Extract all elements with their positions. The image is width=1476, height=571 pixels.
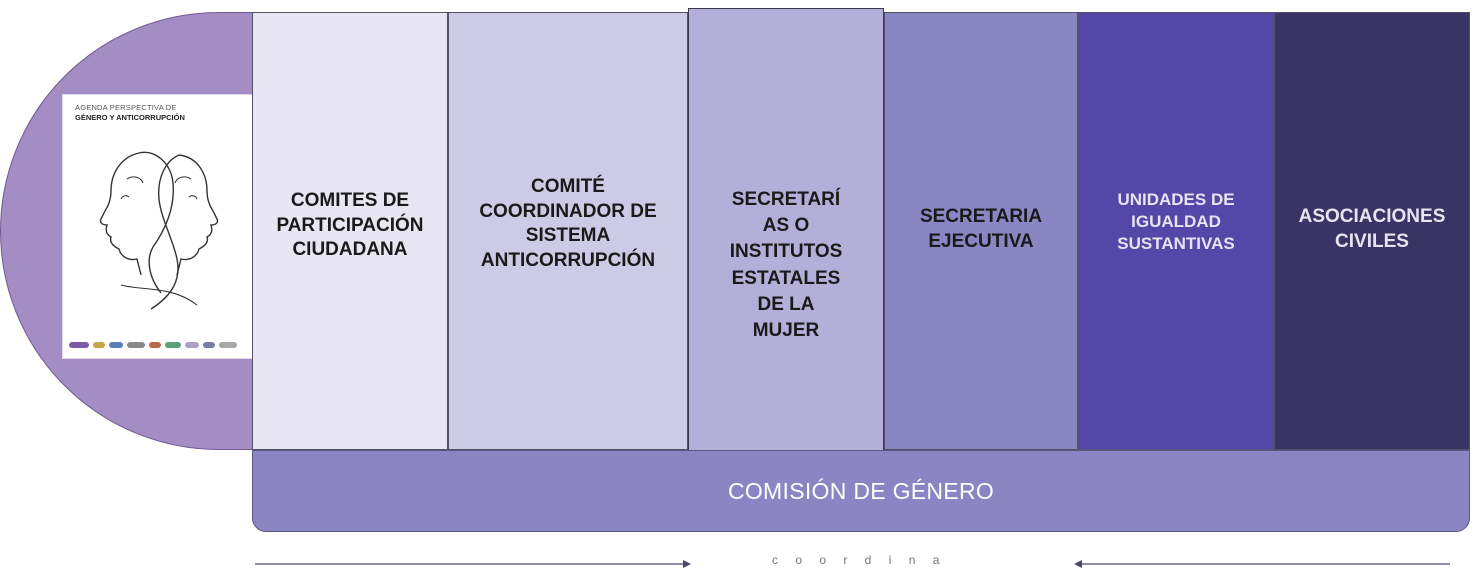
coordina-label: c o o r d i n a [772,553,947,567]
cover-title-line2: GÉNERO Y ANTICORRUPCIÓN [75,113,185,122]
comision-genero-bar: COMISIÓN DE GÉNERO [252,450,1470,532]
column-asociaciones-civiles: ASOCIACIONES CIVILES [1274,12,1470,450]
column-label: SECRETARIA EJECUTIVA [919,206,1043,252]
cover-title-line1: AGENDA PERSPECTIVA DE [75,103,177,112]
column-secretaria-ejecutiva: SECRETARIA EJECUTIVA [884,12,1078,450]
column-label: SECRETARÍ AS O INSTITUTOS ESTATALES DE L… [729,189,843,342]
two-faces-illustration [99,151,219,310]
base-bar-label: COMISIÓN DE GÉNERO [727,477,995,504]
column-label: COMITES DE PARTICIPACIÓN CIUDADANA [276,190,424,261]
arrow-right-icon [255,560,691,568]
partner-logos-strip [69,340,249,350]
column-label: ASOCIACIONES CIVILES [1298,206,1446,252]
column-unidades-igualdad: UNIDADES DE IGUALDAD SUSTANTIVAS [1078,12,1274,450]
column-comites-participacion: COMITES DE PARTICIPACIÓN CIUDADANA [252,12,448,450]
column-comite-coordinador: COMITÉ COORDINADOR DE SISTEMA ANTICORRUP… [448,12,688,450]
column-label: UNIDADES DE IGUALDAD SUSTANTIVAS [1117,190,1235,254]
column-secretarias-institutos: SECRETARÍ AS O INSTITUTOS ESTATALES DE L… [688,8,884,454]
agenda-cover-image: AGENDA PERSPECTIVA DE GÉNERO Y ANTICORRU… [62,94,254,359]
column-label: COMITÉ COORDINADOR DE SISTEMA ANTICORRUP… [479,176,657,272]
arrow-left-icon [1074,560,1450,568]
